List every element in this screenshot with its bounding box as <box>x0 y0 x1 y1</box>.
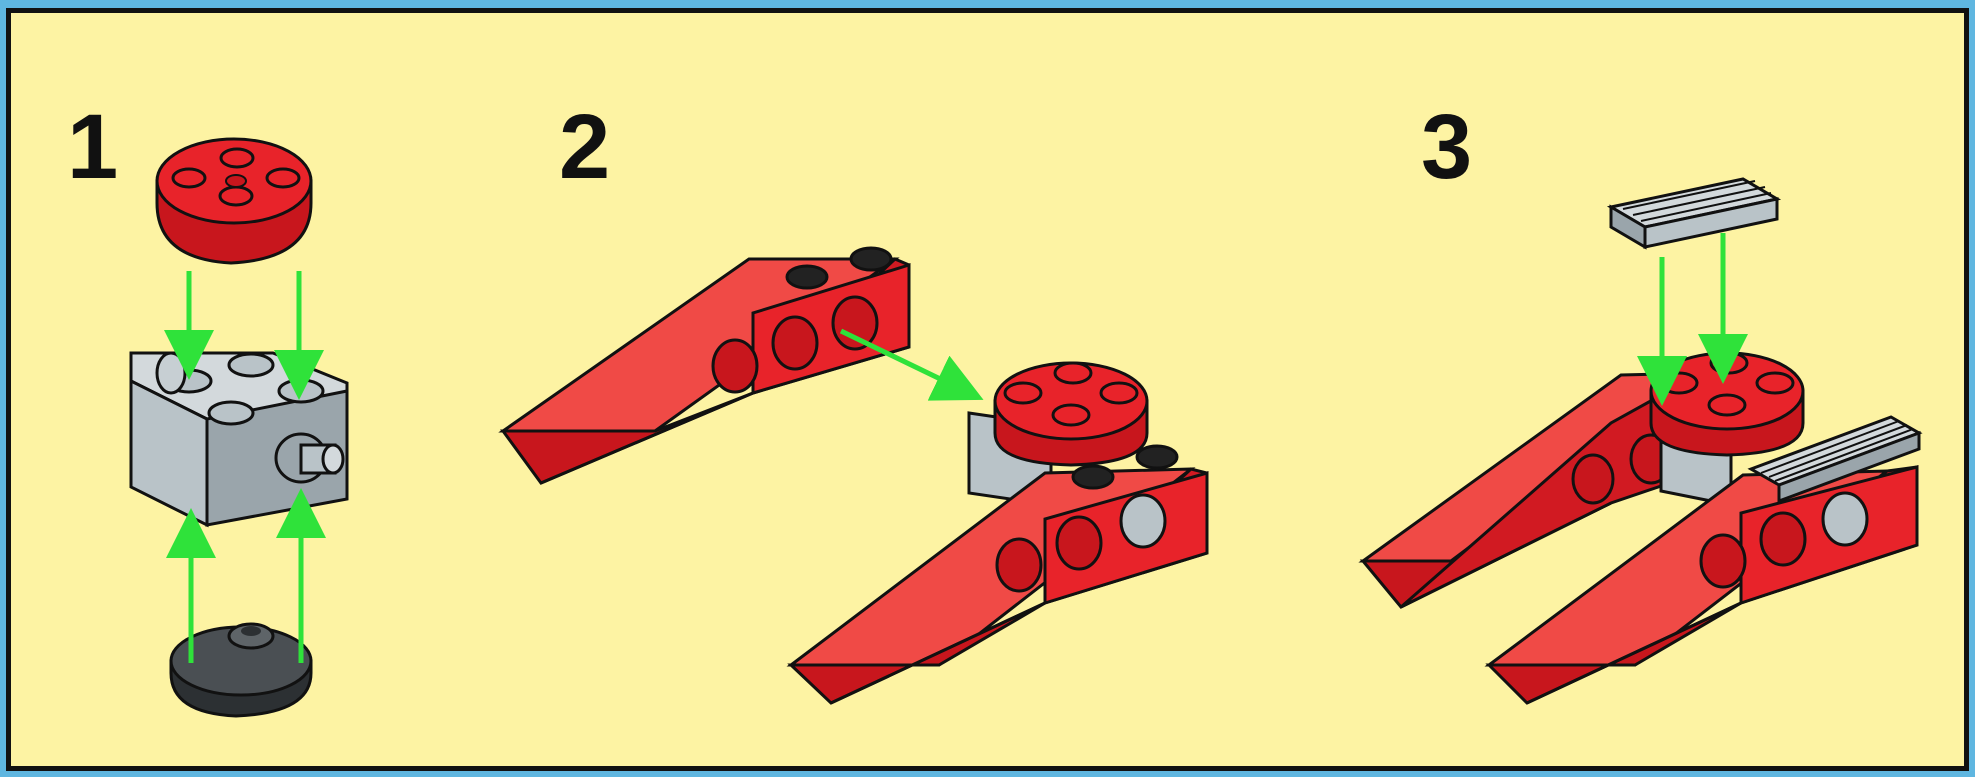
step-2-illustration <box>503 248 1207 703</box>
instruction-panel: 1 2 3 <box>6 8 1969 771</box>
gray-grille-tile <box>1611 179 1777 247</box>
step-2-assembly <box>791 363 1207 703</box>
instruction-artwork <box>11 13 1964 766</box>
red-wedge-brick-left <box>503 248 909 483</box>
step-3-illustration <box>1363 179 1919 703</box>
gray-technic-brick <box>131 353 347 525</box>
red-round-plate <box>157 139 311 263</box>
step-1-illustration <box>131 139 347 716</box>
